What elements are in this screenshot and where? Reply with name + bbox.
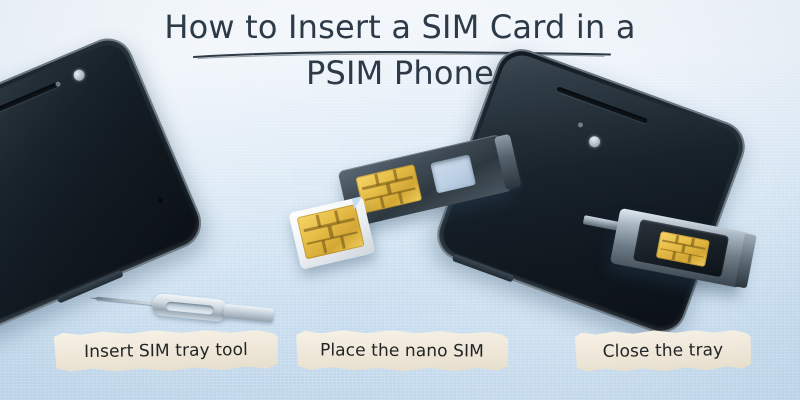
sim-corner-notch <box>351 196 365 210</box>
caption-text-step-1: Insert SIM tray tool <box>83 340 248 362</box>
caption-text-step-2: Place the nano SIM <box>319 340 485 362</box>
title-line-2: PSIM Phone <box>306 54 494 92</box>
caption-strip-step-1: Insert SIM tray tool <box>54 329 278 374</box>
ejector-pin-loop-handle <box>151 292 229 323</box>
sim-ejector-tool <box>88 286 275 329</box>
caption-strip-step-3: Close the tray <box>575 329 752 373</box>
step-1-scene <box>0 30 282 342</box>
title-block: How to Insert a SIM Card in a PSIM Phone <box>0 2 800 92</box>
ejector-pin-shaft <box>96 296 159 306</box>
title-line-1: How to Insert a SIM Card in a <box>164 8 636 46</box>
gold-sim-chip <box>655 231 710 268</box>
caption-text-step-3: Close the tray <box>602 340 724 362</box>
caption-strip-step-2: Place the nano SIM <box>296 329 508 372</box>
ejector-pin-tail <box>223 303 275 323</box>
loose-nano-sim-card <box>288 196 376 270</box>
step-3-scene <box>429 41 800 341</box>
nano-sim-gold-chip <box>296 204 365 260</box>
